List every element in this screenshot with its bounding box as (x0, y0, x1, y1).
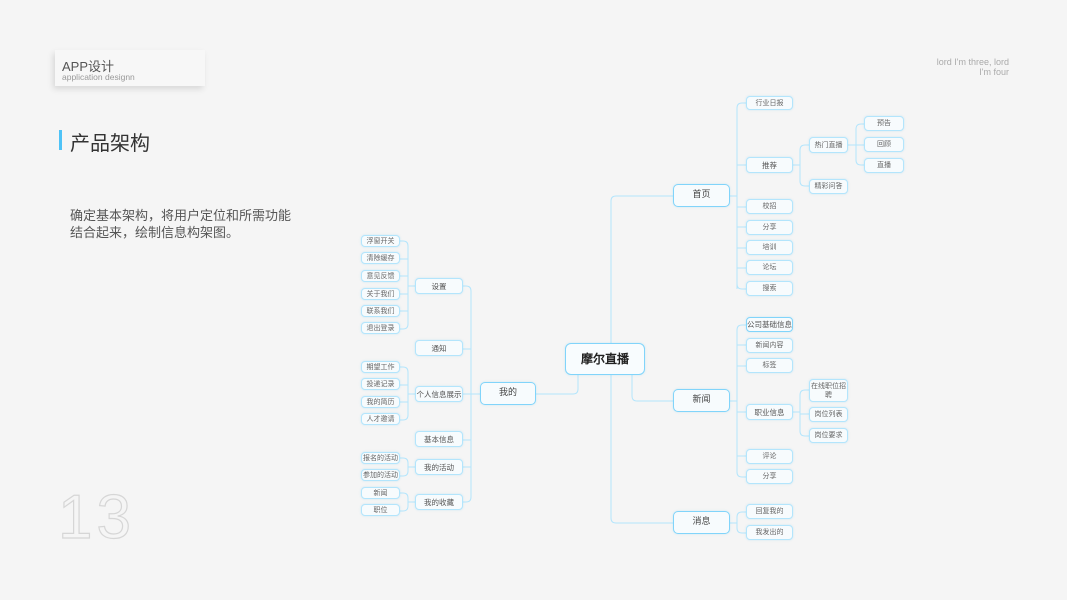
node-home-share: 分享 (746, 220, 793, 235)
section-accent-bar (59, 130, 62, 150)
lyric-line-2: I'm four (979, 67, 1009, 77)
node-joined-activity: 参加的活动 (361, 469, 400, 481)
node-about: 关于我们 (361, 288, 400, 300)
node-news-content: 新闻内容 (746, 338, 793, 353)
node-news: 新闻 (673, 389, 730, 412)
node-job-req: 岗位要求 (809, 428, 848, 443)
link-mine-children (463, 285, 480, 503)
mindmap-root-node: 摩尔直播 (565, 343, 645, 375)
node-logout: 退出登录 (361, 322, 400, 334)
node-live: 直播 (864, 158, 904, 173)
node-feedback: 意见反馈 (361, 270, 400, 282)
link-favorites-children (400, 492, 415, 512)
node-delivery-record: 投递记录 (361, 378, 400, 390)
node-online-recruit: 在线职位招聘 (809, 379, 848, 402)
node-industry-daily: 行业日报 (746, 96, 793, 110)
link-message-children (730, 511, 746, 534)
node-my-favorites: 我的收藏 (415, 494, 463, 510)
node-forum: 论坛 (746, 260, 793, 275)
link-profile-children (400, 366, 415, 421)
node-preview: 预告 (864, 116, 904, 131)
node-sent-by-me: 我发出的 (746, 525, 793, 540)
section-description: 确定基本架构，将用户定位和所需功能结合起来，绘制信息构架图。 (70, 209, 292, 241)
node-news-share: 分享 (746, 469, 793, 484)
node-fav-news: 新闻 (361, 487, 400, 499)
link-hotlive-children (848, 123, 864, 166)
node-settings: 设置 (415, 278, 463, 294)
header-lyric: lord I'm three, lord I'm four (937, 57, 1009, 77)
link-home-children (730, 102, 746, 290)
node-fav-job: 职位 (361, 504, 400, 516)
link-recommend-children (793, 144, 809, 187)
app-title: APP设计 (62, 59, 115, 74)
title-card: APP设计 application designn (55, 50, 205, 86)
link-root-home (610, 195, 673, 343)
node-my-activity: 我的活动 (415, 459, 463, 475)
node-job-list: 岗位列表 (809, 407, 848, 422)
node-signed-activity: 报名的活动 (361, 452, 400, 464)
lyric-line-1: lord I'm three, lord (936, 57, 1009, 67)
node-qa: 精彩问答 (809, 179, 848, 194)
node-home: 首页 (673, 184, 730, 207)
link-settings-children (400, 240, 415, 330)
section-title: 产品架构 (70, 131, 150, 155)
node-contact: 联系我们 (361, 305, 400, 317)
link-root-mine (536, 375, 579, 395)
link-root-message (610, 375, 673, 524)
node-replied-me: 回复我的 (746, 504, 793, 519)
node-company-info: 公司基础信息 (746, 317, 793, 332)
page-number: 13 (57, 482, 135, 552)
node-basic-info: 基本信息 (415, 431, 463, 447)
node-notice: 通知 (415, 340, 463, 356)
node-comment: 评论 (746, 449, 793, 464)
node-talent-invite: 人才邀请 (361, 413, 400, 425)
node-float-switch: 浮窗开关 (361, 235, 400, 247)
node-clear-cache: 清除缓存 (361, 252, 400, 264)
node-replay: 回顾 (864, 137, 904, 152)
node-search: 搜索 (746, 281, 793, 296)
node-profile: 个人信息展示 (415, 386, 463, 402)
link-activity-children (400, 457, 415, 477)
node-campus: 校招 (746, 199, 793, 214)
node-mine: 我的 (480, 382, 536, 405)
node-hot-live: 热门直播 (809, 137, 848, 153)
link-jobinfo-children (793, 389, 809, 437)
node-message: 消息 (673, 511, 730, 534)
link-news-children (730, 324, 746, 478)
node-tags: 标签 (746, 358, 793, 373)
node-my-resume: 我的简历 (361, 396, 400, 408)
node-desired-job: 期望工作 (361, 361, 400, 373)
node-recommend: 推荐 (746, 157, 793, 173)
node-training: 培训 (746, 240, 793, 255)
app-subtitle: application designn (62, 72, 135, 82)
node-job-info: 职业信息 (746, 404, 793, 420)
link-root-news (631, 375, 673, 402)
